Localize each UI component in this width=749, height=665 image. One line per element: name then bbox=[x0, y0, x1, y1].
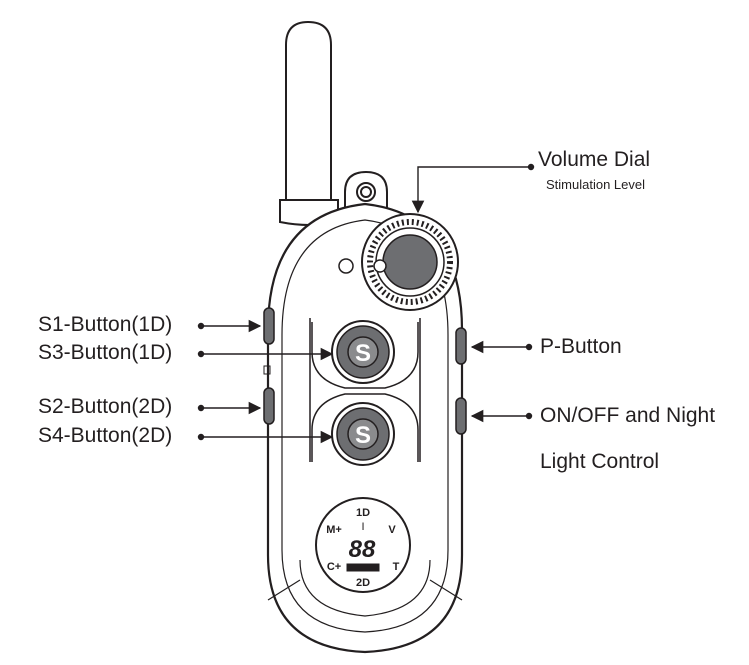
s3-button-label: S3-Button(1D) bbox=[38, 341, 173, 364]
display-c-plus: C+ bbox=[327, 561, 341, 573]
lanyard-loop bbox=[344, 170, 388, 209]
s2-button-label: S2-Button(2D) bbox=[38, 395, 173, 418]
display-t: T bbox=[393, 561, 400, 573]
s1-button-label: S1-Button(1D) bbox=[38, 313, 173, 336]
display-digits: 88 bbox=[349, 536, 376, 563]
volume-dial[interactable] bbox=[338, 213, 459, 311]
onoff-side-button[interactable] bbox=[455, 397, 467, 435]
stimulation-level-label: Stimulation Level bbox=[546, 177, 645, 192]
s4-letter: S bbox=[355, 422, 371, 449]
onoff-label-line1: ON/OFF and Night bbox=[540, 404, 716, 427]
button-panel bbox=[309, 318, 421, 462]
display-2d: 2D bbox=[356, 577, 370, 589]
s4-button-label: S4-Button(2D) bbox=[38, 424, 173, 447]
s2-side-button[interactable] bbox=[263, 387, 275, 425]
s3-face-button[interactable] bbox=[331, 320, 395, 384]
display-cursor: I bbox=[361, 521, 364, 533]
s1-side-button[interactable] bbox=[263, 307, 275, 345]
side-indicator-icon bbox=[263, 365, 271, 375]
onoff-label-line2: Light Control bbox=[540, 450, 660, 473]
display-1d: 1D bbox=[356, 507, 370, 519]
antenna bbox=[279, 20, 339, 226]
lcd-display bbox=[315, 497, 411, 593]
p-side-button[interactable] bbox=[455, 327, 467, 365]
callout-lines bbox=[197, 163, 535, 444]
display-v: V bbox=[388, 524, 396, 536]
display-m-plus: M+ bbox=[326, 524, 342, 536]
s4-face-button[interactable] bbox=[331, 402, 395, 466]
p-button-label: P-Button bbox=[540, 335, 622, 358]
volume-dial-label: Volume Dial bbox=[538, 148, 651, 171]
s3-letter: S bbox=[355, 340, 371, 367]
